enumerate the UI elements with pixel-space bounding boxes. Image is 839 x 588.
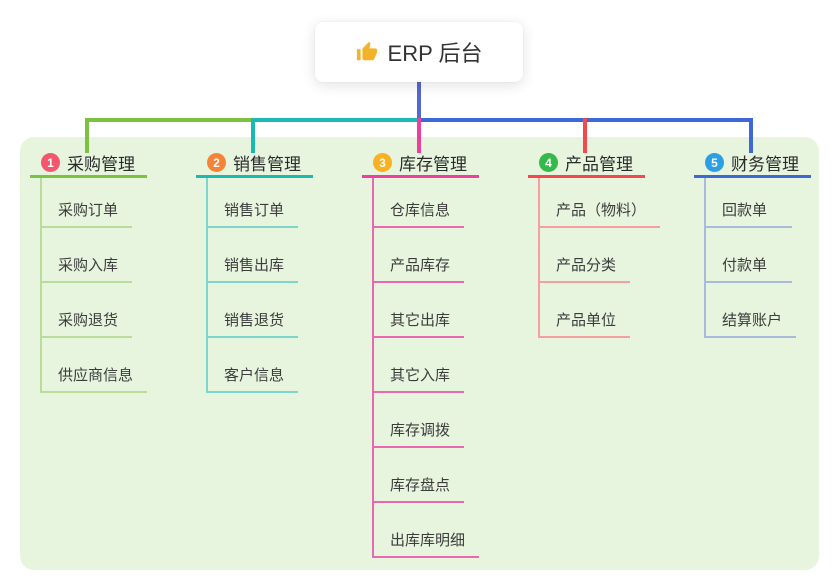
branch-children: 仓库信息产品库存其它出库其它入库库存调拨库存盘点出库库明细 (372, 178, 480, 558)
branch-drop-line (748, 118, 753, 153)
thumbs-up-icon (356, 41, 378, 63)
branch-connector-line (84, 118, 255, 122)
branch-children: 回款单付款单结算账户 (704, 178, 811, 338)
branch-children: 采购订单采购入库采购退货供应商信息 (40, 178, 148, 393)
child-item[interactable]: 库存调拨 (374, 393, 465, 448)
branch-drop-line (84, 118, 89, 153)
child-item[interactable]: 其它入库 (374, 338, 465, 393)
branch-header[interactable]: 2 销售管理 (196, 150, 313, 178)
branch-2: 2 销售管理销售订单销售出库销售退货客户信息 (196, 150, 313, 393)
branch-index-badge: 4 (539, 153, 558, 172)
child-item[interactable]: 出库库明细 (374, 503, 480, 558)
branch-label: 财务管理 (731, 155, 799, 174)
child-item[interactable]: 结算账户 (706, 283, 797, 338)
branch-3: 3 库存管理仓库信息产品库存其它出库其它入库库存调拨库存盘点出库库明细 (362, 150, 480, 558)
mindmap-panel (20, 137, 819, 570)
branch-label: 库存管理 (399, 155, 467, 174)
child-item[interactable]: 其它出库 (374, 283, 465, 338)
branch-index-badge: 2 (207, 153, 226, 172)
branch-label: 产品管理 (565, 155, 633, 174)
branch-connector-line (250, 118, 421, 122)
branch-header[interactable]: 4 产品管理 (528, 150, 645, 178)
child-item[interactable]: 供应商信息 (42, 338, 148, 393)
branch-children: 销售订单销售出库销售退货客户信息 (206, 178, 313, 393)
branch-label: 采购管理 (67, 155, 135, 174)
root-stem-line (417, 82, 421, 122)
root-title: ERP 后台 (387, 41, 483, 66)
branch-drop-line (250, 118, 255, 153)
child-item[interactable]: 产品分类 (540, 228, 631, 283)
branch-4: 4 产品管理产品（物料）产品分类产品单位 (528, 150, 661, 338)
child-item[interactable]: 采购订单 (42, 178, 133, 228)
branch-1: 1 采购管理采购订单采购入库采购退货供应商信息 (30, 150, 148, 393)
branch-drop-line (416, 118, 421, 153)
child-item[interactable]: 客户信息 (208, 338, 299, 393)
child-item[interactable]: 仓库信息 (374, 178, 465, 228)
child-item[interactable]: 销售订单 (208, 178, 299, 228)
branch-index-badge: 5 (705, 153, 724, 172)
child-item[interactable]: 库存盘点 (374, 448, 465, 503)
child-item[interactable]: 付款单 (706, 228, 792, 283)
branch-drop-line (582, 118, 587, 153)
branch-5: 5 财务管理回款单付款单结算账户 (694, 150, 811, 338)
branch-label: 销售管理 (233, 155, 301, 174)
branch-header[interactable]: 3 库存管理 (362, 150, 479, 178)
child-item[interactable]: 产品（物料） (540, 178, 661, 228)
branch-header[interactable]: 5 财务管理 (694, 150, 811, 178)
branch-header[interactable]: 1 采购管理 (30, 150, 147, 178)
child-item[interactable]: 采购退货 (42, 283, 133, 338)
child-item[interactable]: 销售出库 (208, 228, 299, 283)
child-item[interactable]: 回款单 (706, 178, 792, 228)
child-item[interactable]: 销售退货 (208, 283, 299, 338)
child-item[interactable]: 产品单位 (540, 283, 631, 338)
branch-children: 产品（物料）产品分类产品单位 (538, 178, 661, 338)
root-node[interactable]: ERP 后台 (315, 22, 523, 82)
branch-index-badge: 1 (41, 153, 60, 172)
branch-index-badge: 3 (373, 153, 392, 172)
child-item[interactable]: 产品库存 (374, 228, 465, 283)
child-item[interactable]: 采购入库 (42, 228, 133, 283)
